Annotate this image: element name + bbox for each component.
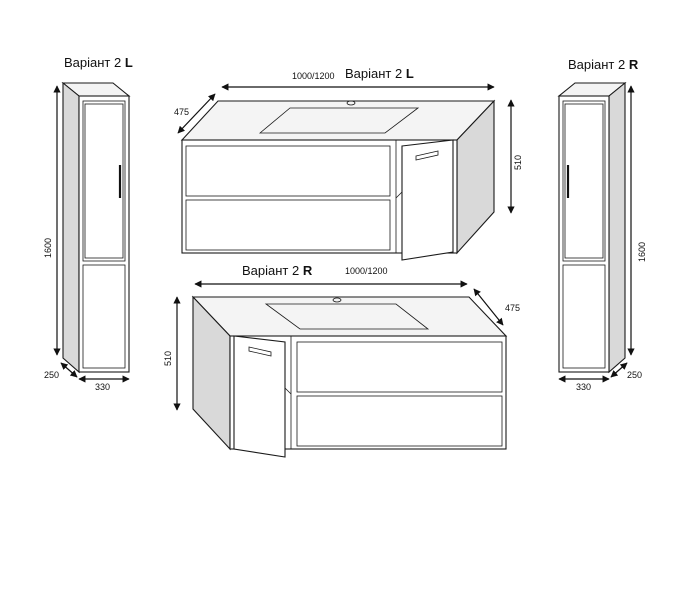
top-vanity: Варіант 2 L 1000/1200 475 510 [174,66,523,261]
left-tall-glass-panel [84,103,124,259]
bottom-vanity-upper-drawer [296,341,503,393]
left-tall-side [62,81,80,374]
bottom-vanity-width-dim: 1000/1200 [345,266,388,276]
top-vanity-door-handle [415,150,439,161]
right-tall-glass-panel [564,103,604,259]
left-tall-upper-door [82,100,126,262]
top-vanity-width-dim: 1000/1200 [292,71,335,81]
top-vanity-upper-drawer [185,145,391,197]
left-tall-front [78,95,130,373]
bottom-vanity-open-door [233,335,286,458]
right-tall-depth-dim: 250 [627,370,642,380]
bottom-vanity-countertop [191,296,508,337]
right-tall-upper-door [562,100,606,262]
bottom-vanity-title: Варіант 2 R [242,263,313,278]
left-tall-title: Варіант 2 L [64,55,133,70]
left-tall-cabinet: Варіант 2 L 1600 250 330 [43,55,133,392]
left-tall-depth-dim: 250 [44,370,59,380]
right-tall-cabinet: Варіант 2 R 1600 250 330 [557,57,647,392]
top-vanity-faucet-hole [346,100,356,106]
right-tall-width-dim: 330 [576,382,591,392]
bottom-vanity-basin [264,303,430,330]
top-vanity-basin [258,107,420,134]
top-vanity-lower-drawer [185,199,391,251]
bottom-vanity-depth-dim: 475 [505,303,520,313]
left-tall-width-dim: 330 [95,382,110,392]
bottom-vanity-height-dim: 510 [163,351,173,366]
bottom-vanity-lower-drawer [296,395,503,447]
bottom-vanity-door-handle [248,346,272,357]
left-tall-lower-door [82,264,126,369]
top-vanity-countertop [180,100,496,141]
top-vanity-height-dim: 510 [513,155,523,170]
right-tall-title: Варіант 2 R [568,57,639,72]
top-vanity-open-door [401,139,454,261]
top-vanity-depth-dim: 475 [174,107,189,117]
left-tall-height-dim: 1600 [43,238,53,258]
bottom-vanity: Варіант 2 R 1000/1200 475 510 [163,263,520,458]
right-tall-front [558,95,610,373]
bottom-vanity-faucet-hole [332,297,342,303]
right-tall-lower-door [562,264,606,369]
top-vanity-title: Варіант 2 L [345,66,414,81]
right-tall-height-dim: 1600 [637,242,647,262]
right-tall-side [608,81,626,374]
